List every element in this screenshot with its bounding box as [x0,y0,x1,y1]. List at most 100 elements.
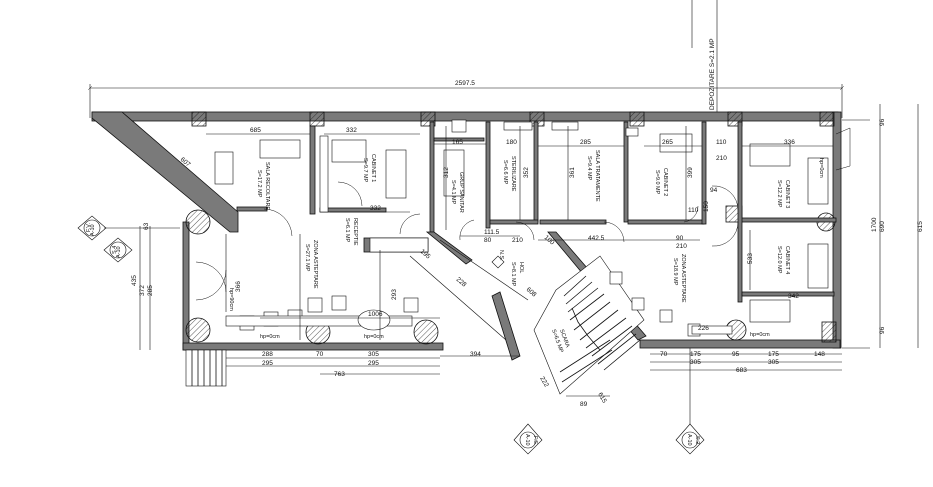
internal-dims [139,126,833,350]
dim-615r: 615 [917,221,924,232]
dim-305d: 305 [768,359,779,366]
dim-394: 394 [470,351,481,358]
section-tag-left: F.V. A-10 [77,215,180,241]
dim-295b: 295 [368,360,379,367]
door-swings [195,127,851,301]
room-sterilizare-area: S=6.6 MP [502,160,508,185]
room-zona-asteptare2-area: S=18.9 MP [672,258,678,286]
dim-111: 111.5 [484,229,500,236]
room-labels: SALA RECOLTARE S=17.2 MP CABINET 1 S=9.7… [228,150,824,354]
dimension-labels: 685 332 607 165 180 285 265 110 210 336 … [131,118,924,408]
dim-293: 293 [391,289,398,300]
dim-210c: 210 [676,243,687,250]
room-zona-asteptare1-area: S=27.1 MP [304,244,310,272]
dim-763: 763 [334,371,345,378]
dim-295a: 295 [262,360,273,367]
room-cabinet3: CABINET 3 [784,180,790,208]
tag-fs-id: F.S. [532,436,538,446]
tag-s2-id: S.2 [694,436,700,444]
dim-683: 683 [736,367,747,374]
dim-175a: 175 [690,351,701,358]
dim-690: 690 [879,221,886,232]
depozitare-label: DEPOZITARE S=2.1 MP [709,38,716,110]
dim-96a: 96 [879,118,886,126]
dim-150: 150 [703,201,710,212]
dim-80: 80 [484,237,492,244]
dim-90: 90 [676,235,684,242]
tag-s2-ref: A-10 [686,434,692,446]
dim-89: 89 [580,401,588,408]
label-hp2: hp=0cm [364,334,384,340]
dim-399: 399 [687,167,694,178]
room-grup-sanitar: GRUP SANITAR [458,172,464,213]
dim-4425: 442.5 [588,235,605,242]
dim-332a: 332 [346,127,357,134]
tag-fv-id: F.V. [86,223,92,232]
dim-685: 685 [250,127,261,134]
tag-s4-id: S.4 [112,246,118,254]
dim-352: 352 [523,167,530,178]
room-sala-recoltare: SALA RECOLTARE [264,162,270,210]
tag-ns-id: N.S. [498,250,504,261]
dim-342: 342 [788,293,799,300]
dim-148: 148 [814,351,825,358]
room-cabinet2: CABINET 2 [662,168,668,196]
dim-305c: 305 [690,359,701,366]
room-cabinet1: CABINET 1 [370,154,376,182]
dim-285: 285 [580,139,591,146]
dim-435: 435 [131,275,138,286]
dim-1006: 1006 [368,311,383,318]
label-hp5: hp=90cm [228,288,234,311]
room-sterilizare: STERILIZARE [510,156,516,192]
dim-615: 615 [596,392,608,405]
total-width-label: 2597.5 [455,80,475,87]
dim-372: 372 [139,285,146,296]
room-cabinet1-area: S=9.7 MP [362,158,368,183]
room-cabinet4: CABINET 4 [784,246,790,274]
furniture [214,119,829,337]
dim-336: 336 [784,139,795,146]
dim-210b: 210 [512,237,523,244]
dim-226: 226 [698,325,709,332]
label-hp4: hp=0cm [818,158,824,178]
dim-175b: 175 [768,351,779,358]
top-dimension: 2597.5 [90,0,842,118]
dim-165: 165 [452,139,463,146]
room-receptie-area: S=6.1 MP [344,218,350,243]
dim-361: 361 [569,167,576,178]
dim-96b: 96 [879,326,886,334]
dim-305b: 305 [368,351,379,358]
room-zona-asteptare1: ZONA ASTEPTARE [312,240,318,289]
dim-366: 366 [235,281,242,292]
dim-265: 265 [662,139,673,146]
room-sala-tratamente: SALA TRATAMENTE [594,150,600,202]
bottom-dims [226,104,919,397]
dim-95: 95 [732,351,740,358]
dim-110: 110 [716,139,727,146]
outer-walls [91,111,842,351]
room-zona-asteptare2: ZONA ASTEPTARE [680,254,686,303]
dim-63: 63 [143,222,150,230]
section-tag-bottom1: F.S. A-10 [513,423,543,455]
dim-94: 94 [710,187,718,194]
room-cabinet2-area: S=9.0 MP [654,170,660,195]
dim-332b: 332 [370,205,381,212]
dim-608: 608 [525,286,538,299]
label-hp3: hp=0cm [750,332,770,338]
dim-228: 228 [455,276,468,289]
room-cabinet3-area: S=12.2 MP [776,180,782,208]
room-grup-sanitar-area: S=4.1 MP [450,180,456,205]
dim-70a: 70 [316,351,324,358]
room-hol-area: S=8.1 MP [510,262,516,287]
section-tag-left2: S.4 A-10 [103,237,133,263]
tag-s4-ref: A-10 [116,246,122,258]
tag-fv-ref: A-10 [90,224,96,236]
room-cabinet4-area: S=12.0 MP [776,246,782,274]
dim-195: 195 [419,248,432,261]
room-sala-recoltare-area: S=17.2 MP [256,170,262,198]
room-sala-tratamente-area: S=9.4 MP [586,156,592,181]
dim-70b: 70 [660,351,668,358]
level-marker: N.S. [491,250,505,269]
dim-180: 180 [506,139,517,146]
